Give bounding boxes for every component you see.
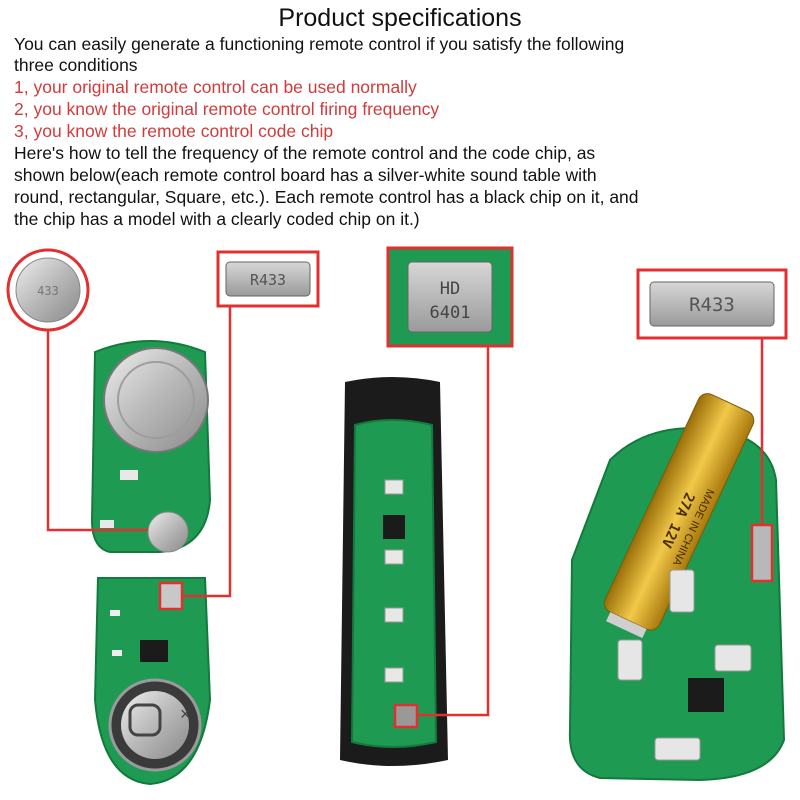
chip-hd6401-small	[393, 703, 419, 729]
svg-text:×: ×	[180, 704, 191, 724]
left-top-board	[90, 340, 212, 553]
explanation-line-1: Here's how to tell the frequency of the …	[14, 143, 596, 163]
resonator-zoom-circle: 433	[6, 248, 90, 332]
intro-line-1: You can easily generate a functioning re…	[14, 34, 625, 54]
explanation-line-2: shown below(each remote control board ha…	[14, 165, 597, 185]
resonator-zoom-box-2: R433	[636, 268, 788, 340]
resonator-zoom-box-1: R433	[216, 250, 320, 308]
svg-text:433: 433	[37, 284, 59, 298]
chip-zoom-box: HD 6401	[386, 246, 514, 348]
resonator-label-1: R433	[250, 271, 286, 289]
chip-label-hd: HD	[440, 279, 460, 299]
rectangular-resonator-small	[158, 581, 184, 611]
condition-1: 1, your original remote control can be u…	[14, 77, 417, 97]
middle-board	[340, 377, 448, 766]
round-resonator	[147, 511, 189, 553]
cylinder-battery: 27A 12V MADE IN CHINA	[604, 393, 755, 639]
left-bottom-board: ×	[93, 577, 212, 786]
intro-line-2: three conditions	[14, 55, 138, 75]
condition-3: 3, you know the remote control code chip	[14, 121, 334, 141]
rectangular-resonator-right	[750, 523, 774, 583]
resonator-label-2: R433	[689, 294, 735, 316]
explanation-line-3: round, rectangular, Square, etc.). Each …	[14, 187, 639, 207]
explanation-line-4: the chip has a model with a clearly code…	[14, 209, 420, 229]
chip-label-model: 6401	[430, 303, 471, 323]
right-board: 27A 12V MADE IN CHINA	[568, 393, 786, 782]
page-title: Product specifications	[278, 4, 522, 32]
coin-battery	[103, 347, 209, 453]
condition-2: 2, you know the original remote control …	[14, 99, 440, 119]
